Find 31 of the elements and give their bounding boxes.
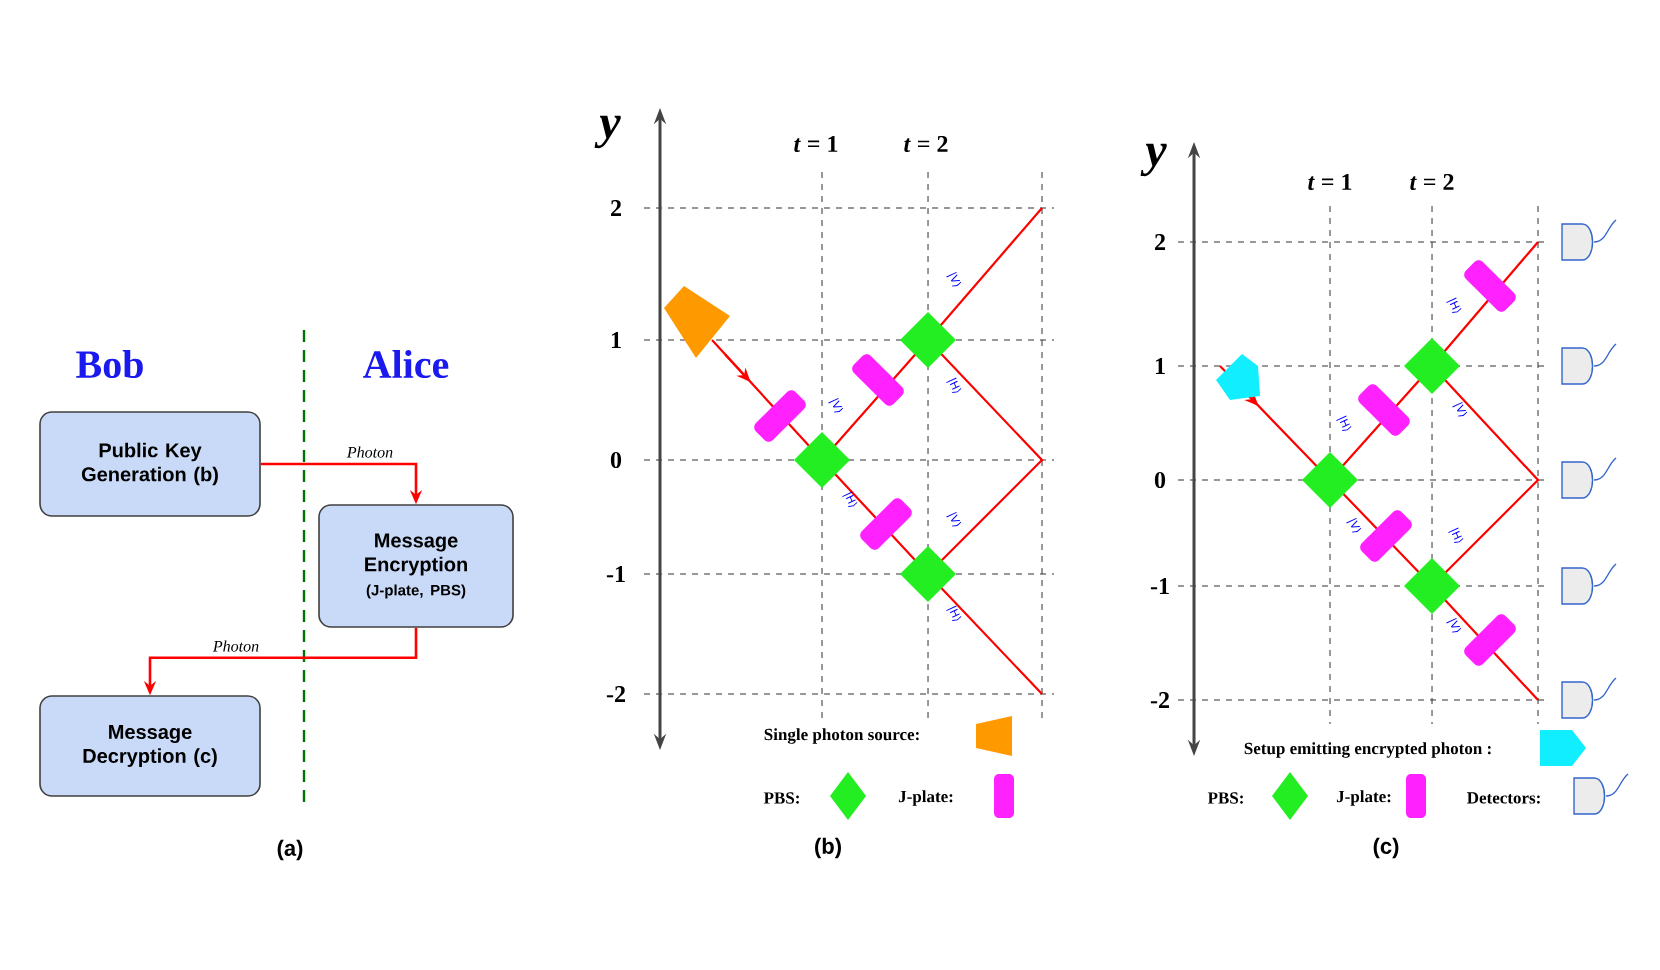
legend-label: J-plate: [1336,790,1391,806]
axis-label: y [1140,143,1167,177]
tick-label: 0 [610,451,622,469]
edge-label: Photon [212,640,259,652]
time-label: t = 2 [904,135,948,153]
legend-label: J-plate: [898,790,953,806]
legend-label: Setup emitting encrypted photon : [1244,742,1491,758]
tick-label: 2 [1155,234,1165,250]
panel-caption: (a) [277,839,303,861]
legend-label: Single photon source: [764,728,919,744]
legend-label: Detectors: [1467,792,1540,804]
tick-label: 1 [1155,358,1165,374]
panel-caption: (c) [1373,837,1399,859]
tick-label: 0 [1154,471,1166,489]
process-box: Message Decryption (c) [39,695,261,797]
time-label: t = 1 [1308,173,1352,191]
axis-label: y [594,115,621,149]
panel-caption: (b) [815,837,841,859]
process-box: Public Key Generation (b) [39,411,261,517]
person-name: Alice [363,349,449,379]
tick-label: -1 [1150,578,1169,594]
tick-label: -1 [606,566,625,582]
time-label: t = 2 [1410,173,1454,191]
tick-label: -2 [1150,692,1169,708]
legend-label: PBS: [763,792,799,804]
legend-label: PBS: [1207,792,1243,804]
tick-label: 2 [611,200,621,216]
tick-label: 1 [611,332,621,348]
tick-label: -2 [606,686,625,702]
edge-label: Photon [346,446,393,458]
time-label: t = 1 [794,135,838,153]
